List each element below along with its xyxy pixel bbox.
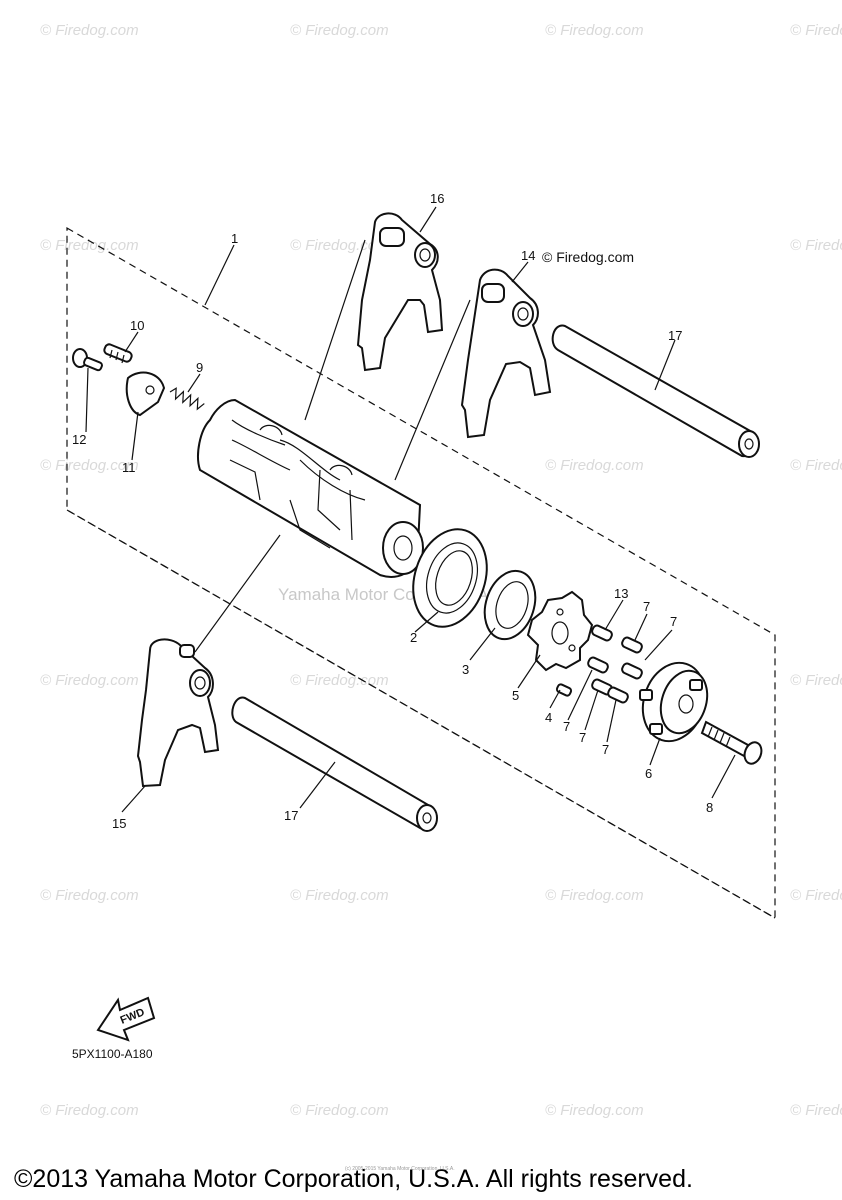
bearing-2 xyxy=(412,528,488,628)
shift-drum-segment-6 xyxy=(639,661,709,743)
callout-8: 8 xyxy=(706,800,713,815)
callout-3: 3 xyxy=(462,662,469,677)
watermark: © Firedog.com xyxy=(790,887,842,904)
small-copyright: (c) 2005-2015 Yamaha Motor Corporation, … xyxy=(345,1166,455,1172)
copyright-notice: ©2013 Yamaha Motor Corporation, U.S.A. A… xyxy=(14,1165,693,1193)
callout-7e: 7 xyxy=(602,742,609,757)
watermark-layer: © Firedog.com © Firedog.com © Firedog.co… xyxy=(40,22,842,1119)
bolt-8 xyxy=(700,720,763,765)
watermark: © Firedog.com xyxy=(290,22,389,39)
watermark: © Firedog.com xyxy=(545,1102,644,1119)
watermark: © Firedog.com xyxy=(790,237,842,254)
assembly-boundary xyxy=(66,226,776,920)
watermark: © Firedog.com xyxy=(545,22,644,39)
watermark: © Firedog.com xyxy=(290,672,389,689)
callout-7b: 7 xyxy=(670,614,677,629)
callout-1: 1 xyxy=(231,231,238,246)
callout-7c: 7 xyxy=(563,719,570,734)
fork-shaft-17-upper xyxy=(551,324,760,458)
stopper-lever-11 xyxy=(125,371,166,417)
leader-lines xyxy=(85,206,736,813)
callout-14: 14 xyxy=(521,248,535,263)
callout-7d: 7 xyxy=(579,730,586,745)
watermark: © Firedog.com xyxy=(40,1102,139,1119)
callout-5: 5 xyxy=(512,688,519,703)
watermark: © Firedog.com xyxy=(290,887,389,904)
shift-fork-14 xyxy=(460,268,552,439)
watermark: © Firedog.com xyxy=(290,237,389,254)
watermark: © Firedog.com xyxy=(790,1102,842,1119)
watermark: © Firedog.com xyxy=(545,457,644,474)
pins-7 xyxy=(587,624,643,704)
watermark: © Firedog.com xyxy=(40,457,139,474)
watermark: © Firedog.com xyxy=(290,1102,389,1119)
fwd-arrow-icon: FWD xyxy=(96,996,156,1042)
diagram-code: 5PX1100-A180 xyxy=(72,1047,153,1061)
watermark: © Firedog.com xyxy=(40,22,139,39)
dashed-line xyxy=(66,509,776,919)
segment-plate-5 xyxy=(526,590,594,672)
bolt-12 xyxy=(72,348,103,372)
labeled-watermark: © Firedog.com xyxy=(542,249,634,265)
watermark: © Firedog.com xyxy=(790,22,842,39)
watermark: © Firedog.com xyxy=(40,237,139,254)
callout-11: 11 xyxy=(122,460,136,475)
bolt-10 xyxy=(103,343,133,364)
callout-17b: 17 xyxy=(284,808,298,823)
callout-17a: 17 xyxy=(668,328,682,343)
callout-7a: 7 xyxy=(643,599,650,614)
callout-12: 12 xyxy=(72,432,86,447)
callout-6: 6 xyxy=(645,766,652,781)
watermark: © Firedog.com xyxy=(545,887,644,904)
watermark: © Firedog.com xyxy=(40,672,139,689)
watermark: © Firedog.com xyxy=(790,672,842,689)
callout-16: 16 xyxy=(430,191,444,206)
callout-9: 9 xyxy=(196,360,203,375)
collar-3 xyxy=(483,569,537,641)
watermark: © Firedog.com xyxy=(40,887,139,904)
fork-shaft-17-lower xyxy=(231,696,438,832)
spring-9 xyxy=(169,387,205,411)
callout-10: 10 xyxy=(130,318,144,333)
shift-drum xyxy=(197,398,424,578)
callout-15: 15 xyxy=(112,816,126,831)
callout-4: 4 xyxy=(545,710,552,725)
shift-fork-15 xyxy=(136,638,220,788)
shift-fork-16 xyxy=(356,212,444,372)
callout-2: 2 xyxy=(410,630,417,645)
watermark: © Firedog.com xyxy=(790,457,842,474)
callout-13: 13 xyxy=(614,586,628,601)
callouts: 1 2 3 4 5 6 7 7 7 7 7 8 9 10 11 12 13 14… xyxy=(72,191,713,831)
pin-4 xyxy=(555,683,573,697)
